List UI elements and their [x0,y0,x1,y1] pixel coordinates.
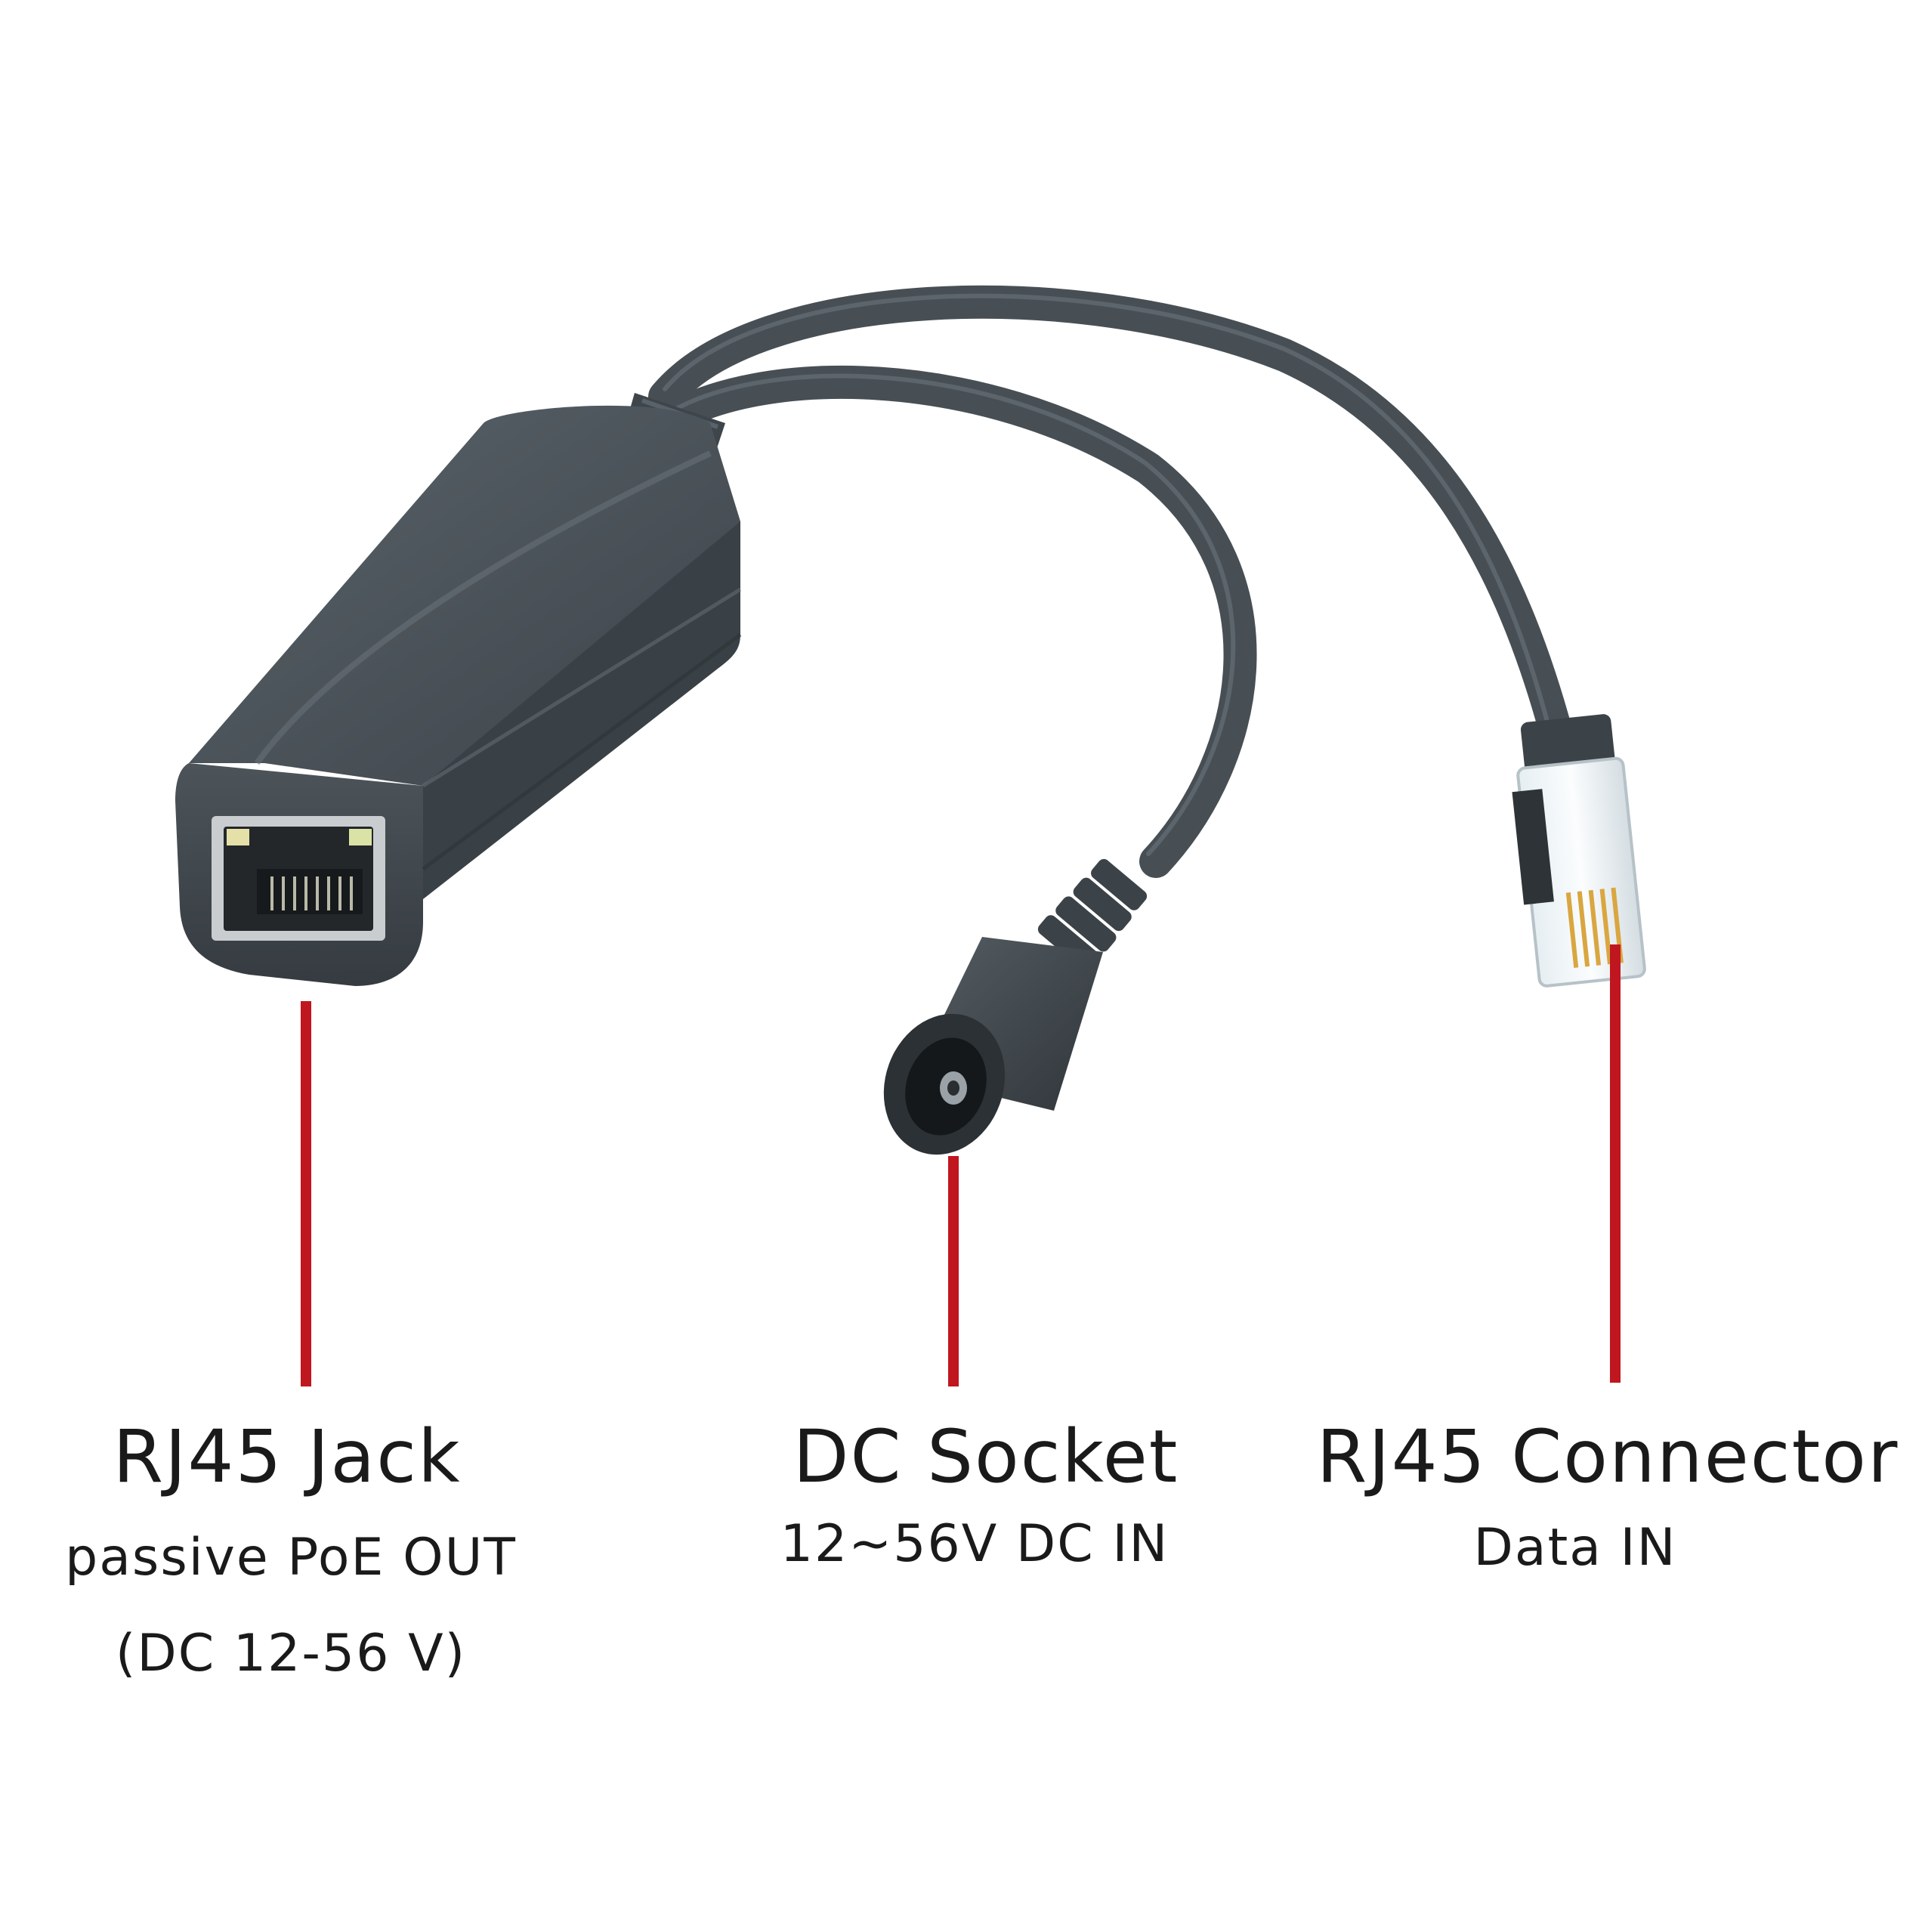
dc-socket-subtitle: 12~56V DC IN [780,1514,1169,1574]
rj45-jack-title: RJ45 Jack [113,1414,462,1499]
rj45-connector-title: RJ45 Connector [1316,1414,1899,1499]
rj45-jack-port [212,816,385,941]
dc-socket-connector [883,858,1148,1155]
rj45-connector-plug [1512,714,1646,988]
rj45-jack-subtitle-2: (DC 12-56 V) [115,1624,467,1683]
rj45-jack-subtitle-1: passive PoE OUT [65,1528,517,1587]
callout-lines [301,944,1621,1386]
data-cable [648,285,1573,750]
power-cable [648,366,1257,878]
rj45-connector-subtitle: Data IN [1473,1518,1677,1578]
dc-socket-title: DC Socket [793,1414,1179,1499]
